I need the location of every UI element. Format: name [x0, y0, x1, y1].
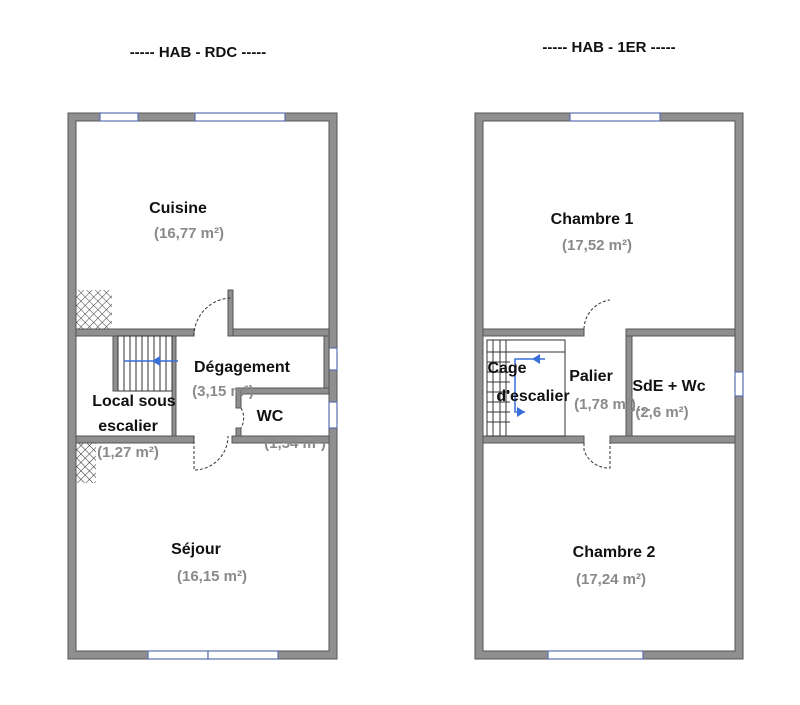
- wall: [625, 335, 633, 437]
- wall: [609, 435, 736, 444]
- room-name-sejour: Séjour: [171, 541, 221, 558]
- wall: [75, 435, 195, 444]
- room-area-wc: (1,54 m²): [264, 435, 326, 452]
- room-area-sde: (2,6 m²): [635, 404, 688, 421]
- wall: [231, 328, 330, 337]
- room-name-local-line2: escalier: [98, 418, 158, 435]
- room-name-sde: SdE + Wc: [632, 378, 705, 395]
- wall: [231, 435, 330, 444]
- door-arc: [583, 443, 611, 469]
- door-arc: [193, 297, 233, 337]
- plan-rdc: ----- HAB - RDC -----: [67, 44, 338, 660]
- floor-title-1er: ----- HAB - 1ER -----: [542, 39, 675, 56]
- room-area-sejour: (16,15 m²): [177, 568, 247, 585]
- window: [569, 112, 661, 122]
- wall: [323, 335, 330, 389]
- wall: [171, 335, 177, 437]
- room-name-cuisine: Cuisine: [149, 200, 207, 217]
- plan-1er: ----- HAB - 1ER -----: [474, 39, 744, 660]
- room-name-wc: WC: [257, 408, 284, 425]
- window: [99, 112, 139, 122]
- wall: [482, 435, 585, 444]
- window: [734, 371, 744, 397]
- room-area-chambre2: (17,24 m²): [576, 571, 646, 588]
- room-area-cuisine: (16,77 m²): [154, 225, 224, 242]
- room-area-palier: (1,78 m²): [574, 396, 636, 413]
- window: [328, 401, 338, 429]
- window: [147, 650, 209, 660]
- wall: [112, 335, 119, 392]
- floor-title-rdc: ----- HAB - RDC -----: [130, 44, 267, 61]
- room-area-degagement: (3,15 m²): [192, 383, 254, 400]
- room-name-chambre2: Chambre 2: [573, 544, 656, 561]
- wall: [235, 427, 242, 437]
- window: [547, 650, 644, 660]
- room-name-cage-line1: Cage: [487, 360, 526, 377]
- door-arc: [193, 435, 229, 471]
- window: [328, 347, 338, 371]
- room-name-local-line1: Local sous: [92, 393, 176, 410]
- wall: [235, 387, 242, 409]
- room-name-cage-line2: d'escalier: [496, 388, 569, 405]
- wall: [625, 328, 736, 337]
- wall: [227, 289, 234, 337]
- staircase-1er: [486, 339, 566, 437]
- door-arc: [583, 299, 611, 330]
- window: [207, 650, 279, 660]
- wall: [75, 328, 195, 337]
- window: [194, 112, 286, 122]
- room-area-local: (1,27 m²): [97, 444, 159, 461]
- room-area-chambre1: (17,52 m²): [562, 237, 632, 254]
- wall: [482, 328, 585, 337]
- room-name-chambre1: Chambre 1: [551, 211, 634, 228]
- door-arc: [240, 407, 245, 429]
- room-name-degagement: Dégagement: [194, 359, 291, 376]
- room-name-palier: Palier: [569, 368, 613, 385]
- staircase-rdc: [117, 335, 178, 392]
